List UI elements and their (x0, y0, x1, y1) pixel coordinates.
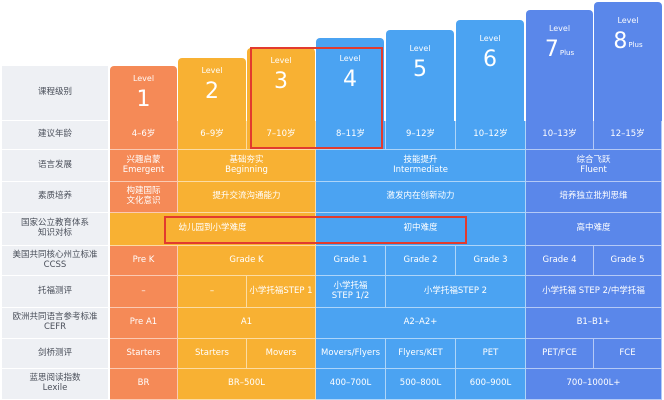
plus-label: Plus (559, 49, 575, 58)
age-cell: 9–12岁 (386, 121, 456, 150)
row-label-cambridge: 剑桥测评 (2, 339, 108, 369)
ccss-cell: Grade 5 (594, 246, 662, 276)
national-cell: 高中难度 (526, 213, 662, 246)
ccss-cell: Pre K (110, 246, 178, 276)
level-number: 3 (274, 69, 288, 95)
level-word: Level (409, 44, 431, 53)
level-8-header: Level 8Plus (594, 2, 662, 121)
toefl-cell: – (110, 276, 178, 308)
cambridge-cell: Flyers/KET (386, 339, 456, 369)
ccss-cell: Grade 1 (316, 246, 386, 276)
lexile-cell: 500–800L (386, 369, 456, 400)
lexile-cell: 700–1000L+ (526, 369, 662, 400)
cefr-cell: A2–A2+ (316, 308, 526, 339)
level-2-header: Level 2 (178, 58, 246, 121)
toefl-cell: – (178, 276, 247, 308)
level-word: Level (339, 54, 361, 63)
literacy-cell: 激发内在创新动力 (316, 182, 526, 213)
national-cell: 初中难度 (316, 213, 526, 246)
row-label-age: 建议年龄 (2, 121, 108, 150)
level-7-header: Level 7Plus (526, 10, 593, 121)
level-number: 6 (483, 47, 497, 73)
literacy-cell: 提升交流沟通能力 (178, 182, 316, 213)
level-number: 7Plus (544, 37, 575, 63)
literacy-cell: 构建国际文化意识 (110, 182, 178, 213)
level-number: 4 (343, 67, 357, 93)
ccss-cell: Grade K (178, 246, 316, 276)
ccss-cell: Grade 4 (526, 246, 594, 276)
age-cell: 10–12岁 (456, 121, 526, 150)
cefr-cell: Pre A1 (110, 308, 178, 339)
toefl-cell: 小学托福STEP 2 (386, 276, 526, 308)
age-cell: 10–13岁 (526, 121, 594, 150)
level-word: Level (548, 24, 571, 33)
level-word: Level (479, 34, 501, 43)
row-label-national: 国家公立教育体系知识对标 (2, 213, 108, 246)
level-6-header: Level 6 (456, 20, 524, 121)
level-number: 8Plus (613, 29, 643, 55)
age-cell: 6–9岁 (178, 121, 247, 150)
level-4-header: Level 4 (316, 38, 384, 121)
lexile-cell: BR (110, 369, 178, 400)
row-label-course-level: 课程级别 (2, 66, 108, 121)
level-word: Level (132, 74, 155, 83)
cambridge-cell: Movers/Flyers (316, 339, 386, 369)
level-number: 5 (413, 57, 427, 83)
lexile-cell: 400–700L (316, 369, 386, 400)
level-word: Level (270, 56, 292, 65)
level-number: 2 (205, 79, 219, 105)
toefl-cell: 小学托福 STEP 2/中学托福 (526, 276, 662, 308)
literacy-cell: 培养独立批判思维 (526, 182, 662, 213)
lexile-cell: 600–900L (456, 369, 526, 400)
lexile-cell: BR–500L (178, 369, 316, 400)
row-label-language: 语言发展 (2, 150, 108, 182)
level-5-header: Level 5 (386, 30, 454, 121)
age-cell: 12–15岁 (594, 121, 662, 150)
level-1-header: Level 1 (110, 66, 177, 121)
age-cell: 4–6岁 (110, 121, 178, 150)
ccss-cell: Grade 2 (386, 246, 456, 276)
row-label-toefl: 托福测评 (2, 276, 108, 308)
cefr-cell: A1 (178, 308, 316, 339)
age-cell: 8–11岁 (316, 121, 386, 150)
cefr-cell: B1–B1+ (526, 308, 662, 339)
cambridge-cell: FCE (594, 339, 662, 369)
level-number: 1 (136, 87, 151, 113)
plus-label: Plus (628, 41, 643, 50)
cambridge-cell: Starters (110, 339, 178, 369)
ccss-cell: Grade 3 (456, 246, 526, 276)
row-label-literacy: 素质培养 (2, 182, 108, 213)
national-cell: 幼儿园到小学难度 (110, 213, 316, 246)
cambridge-cell: Movers (247, 339, 316, 369)
level-word: Level (201, 66, 223, 75)
cambridge-cell: PET/FCE (526, 339, 594, 369)
cambridge-cell: Starters (178, 339, 247, 369)
age-cell: 7–10岁 (247, 121, 316, 150)
toefl-cell: 小学托福STEP 1 (247, 276, 316, 308)
cambridge-cell: PET (456, 339, 526, 369)
level-3-header: Level 3 (247, 48, 315, 121)
level-word: Level (617, 16, 639, 25)
